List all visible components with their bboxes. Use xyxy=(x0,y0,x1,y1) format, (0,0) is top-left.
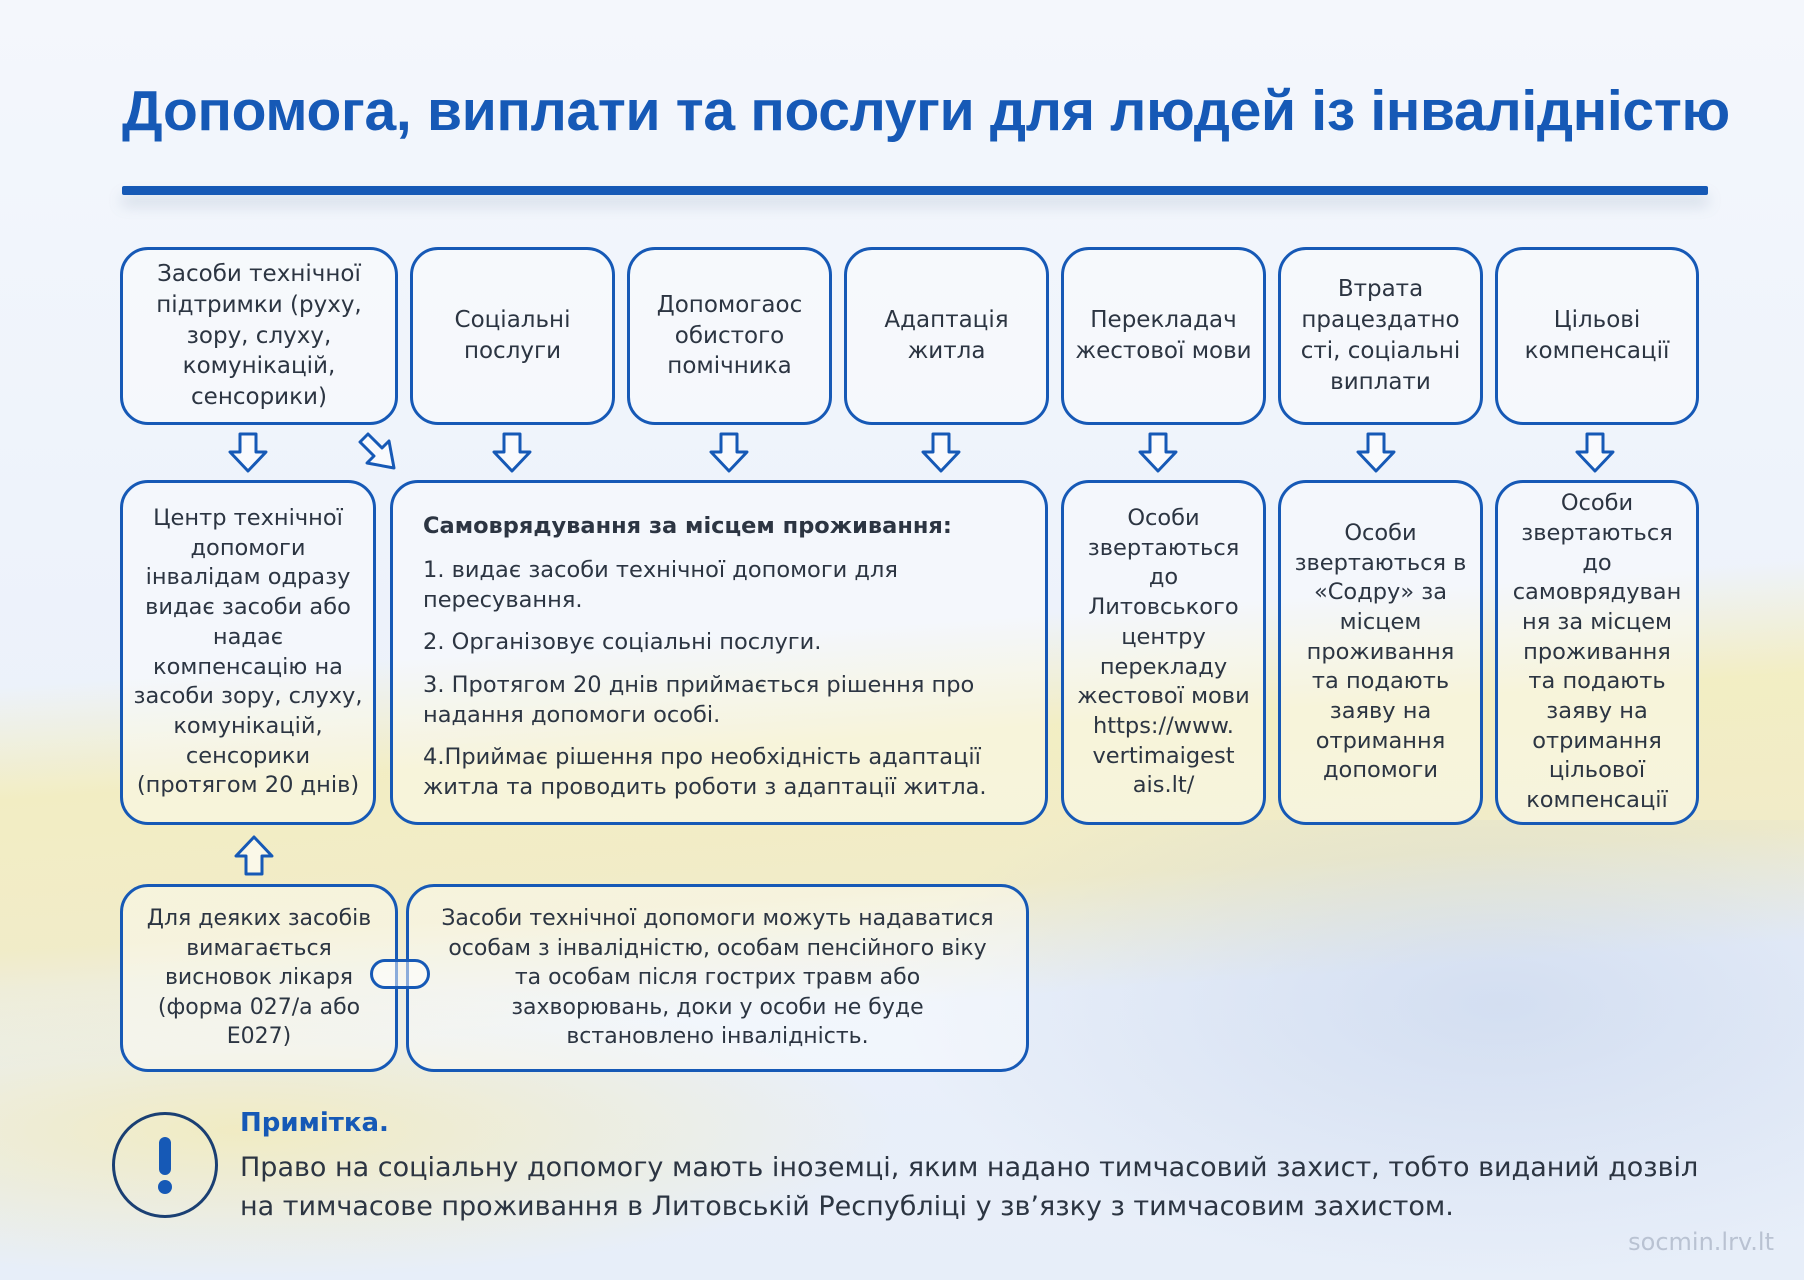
box-personal-assistant: Допомогаос обистого помічника xyxy=(627,247,832,425)
arrow-down-icon xyxy=(492,432,532,473)
box-sodra: Особи звертаються в «Содру» за місцем пр… xyxy=(1278,480,1483,825)
box-tech-aid-center: Центр технічної допомоги інвалідам одраз… xyxy=(120,480,376,825)
link-connector xyxy=(370,959,430,989)
box-social-services: Соціальні послуги xyxy=(410,247,615,425)
arrow-diagonal-icon xyxy=(358,432,396,470)
exclamation-icon xyxy=(112,1112,218,1218)
box-targeted-compensations: Цільові компенсації xyxy=(1495,247,1699,425)
flag-background-blue xyxy=(900,820,1804,1280)
site-url: socmin.lrv.lt xyxy=(1628,1228,1774,1256)
box-municipality: Самоврядування за місцем проживання: 1. … xyxy=(390,480,1048,825)
box-work-capacity-loss: Втрата працездатно сті, соціальні виплат… xyxy=(1278,247,1483,425)
note-text: Право на соціальну допомогу мають інозем… xyxy=(240,1152,1699,1223)
box-housing-adaptation: Адаптація житла xyxy=(844,247,1049,425)
municipality-heading: Самоврядування за місцем проживання: xyxy=(423,513,952,539)
box-sign-language-interpreter: Перекладач жестової мови xyxy=(1061,247,1266,425)
arrow-up-icon xyxy=(234,835,274,876)
arrow-down-icon xyxy=(1575,432,1615,473)
box-sign-language-center: Особи звертаються до Литовського центру … xyxy=(1061,480,1266,825)
title-underline xyxy=(122,186,1708,195)
arrow-down-icon xyxy=(921,432,961,473)
municipality-item: 3. Протягом 20 днів приймається рішення … xyxy=(423,671,975,728)
municipality-item: 2. Організовує соціальні послуги. xyxy=(423,629,822,656)
arrow-down-icon xyxy=(228,432,268,473)
note-title: Примітка. xyxy=(240,1108,389,1138)
municipality-item: 1. видає засоби технічної допомоги для п… xyxy=(423,557,898,614)
municipality-item: 4.Приймає рішення про необхідність адапт… xyxy=(423,743,987,800)
arrow-down-icon xyxy=(1138,432,1178,473)
box-doctor-note: Для деяких засобів вимагається висновок … xyxy=(120,884,398,1072)
box-technical-aids: Засоби технічної підтримки (руху, зору, … xyxy=(120,247,398,425)
box-eligibility: Засоби технічної допомоги можуть надават… xyxy=(406,884,1029,1072)
page-title: Допомога, виплати та послуги для людей і… xyxy=(122,79,1730,143)
arrow-down-icon xyxy=(709,432,749,473)
arrow-down-icon xyxy=(1356,432,1396,473)
box-compensation-application: Особи звертаються до самоврядуван ня за … xyxy=(1495,480,1699,825)
